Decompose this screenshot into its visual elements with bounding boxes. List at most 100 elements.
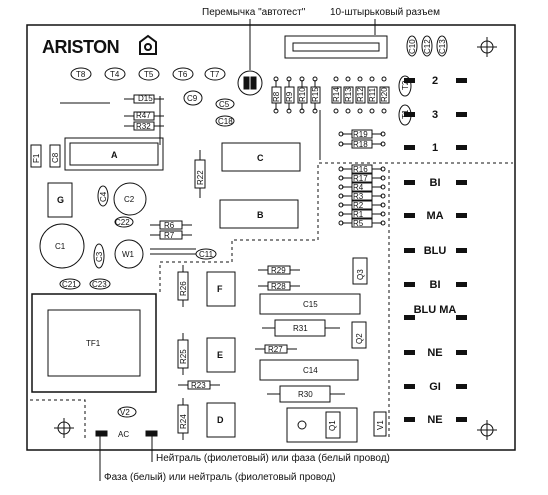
label-c12: C12 [423, 39, 432, 54]
label-q1: Q1 [328, 420, 337, 431]
mounting-hole [477, 37, 497, 57]
label-c21: C21 [62, 280, 77, 289]
ac-terminal-neutral [145, 430, 158, 437]
label-c3: C3 [95, 251, 104, 262]
label-c14: C14 [303, 366, 318, 375]
label-r10: R10 [298, 87, 307, 102]
label-c5: C5 [219, 100, 230, 109]
capacitor-c2 [113, 182, 147, 216]
transistor-t8 [70, 67, 92, 81]
label-r14: R14 [332, 87, 341, 102]
label-t8: T8 [76, 70, 86, 79]
capacitor-c4 [97, 185, 109, 207]
label-v2: V2 [120, 408, 130, 417]
label-q2: Q2 [355, 333, 364, 344]
transistor-t5 [138, 67, 160, 81]
ariston-logo-mark [139, 34, 157, 55]
label-r5: R5 [353, 219, 364, 228]
resistor-r5 [338, 218, 386, 228]
transistor-t7 [204, 67, 226, 81]
label-f1: F1 [32, 153, 41, 163]
label-c15: C15 [303, 300, 318, 309]
varistor-v1 [373, 411, 387, 437]
mounting-hole [54, 418, 74, 438]
label-r4: R4 [353, 183, 364, 192]
neutral-annotation: Нейтраль (фиолетовый) или фаза (белый пр… [156, 452, 390, 464]
ic-b [219, 199, 299, 229]
label-t2: T2 [401, 80, 410, 90]
capacitor-c21 [59, 278, 81, 290]
capacitor-c12 [421, 35, 433, 57]
ten-pin-connector [284, 35, 388, 59]
ic-f [206, 271, 236, 307]
phase-annotation: Фаза (белый) или нейтраль (фиолетовый пр… [104, 471, 336, 483]
label-r17: R17 [353, 174, 368, 183]
label-ic-f: F [217, 284, 223, 294]
resistor-r19 [338, 129, 386, 139]
transistor-q1 [286, 407, 358, 443]
label-r20: R20 [380, 87, 389, 102]
label-c2: C2 [124, 195, 135, 204]
capacitor-c10 [406, 35, 418, 57]
resistor-row-b [331, 76, 390, 114]
label-c4: C4 [99, 191, 108, 202]
terminal-label: 3 [432, 109, 438, 121]
resistor-r3 [338, 191, 386, 201]
label-r26: R26 [179, 281, 188, 296]
label-c8: C8 [51, 152, 60, 163]
isolation-boundary [159, 162, 513, 292]
terminal-label: BLU [424, 245, 447, 257]
capacitor-c15 [259, 293, 361, 315]
capacitor-c9 [183, 90, 203, 106]
jumper-annotation: Перемычка "автотест" [202, 7, 306, 18]
label-ic-a: A [111, 150, 118, 160]
terminal-label: 1 [432, 142, 438, 154]
terminal-label: 2 [432, 75, 438, 87]
ic-d [206, 402, 236, 438]
terminal-label: NE [427, 347, 442, 359]
label-c22: C22 [115, 218, 130, 227]
resistor-r17 [338, 173, 386, 183]
label-r7: R7 [164, 231, 175, 240]
transistor-t2 [398, 75, 412, 97]
resistor-r4 [338, 182, 386, 192]
label-t1: T1 [401, 109, 410, 119]
label-r18: R18 [353, 140, 368, 149]
ic-e [206, 337, 236, 373]
capacitor-c23 [89, 278, 111, 290]
component-w1 [114, 239, 144, 269]
label-ic-c: C [257, 153, 264, 163]
label-ic-d: D [217, 415, 224, 425]
label-r28: R28 [271, 282, 286, 291]
label-r31: R31 [293, 324, 308, 333]
label-r29: R29 [271, 266, 286, 275]
component-g [47, 182, 73, 218]
label-c11: C11 [199, 250, 214, 259]
terminal-label: BI [430, 279, 441, 291]
label-w1: W1 [122, 250, 135, 259]
capacitor-c18 [215, 115, 235, 127]
label-r47: R47 [136, 111, 151, 120]
fuse-f1 [30, 144, 42, 168]
label-r6: R6 [164, 221, 175, 230]
connector-annotation: 10-штырьковый разъем [330, 7, 440, 18]
transistor-q2 [351, 321, 367, 349]
ac-terminal-phase [95, 430, 108, 437]
label-v1: V1 [376, 420, 385, 430]
label-r9: R9 [285, 91, 294, 102]
transistor-q3 [352, 257, 368, 285]
resistor-r2 [338, 200, 386, 210]
label-r22: R22 [196, 170, 205, 185]
label-t4: T4 [110, 70, 120, 79]
terminal-label: MA [426, 210, 443, 222]
label-r3: R3 [353, 192, 364, 201]
resistor-r18 [338, 139, 386, 149]
terminal-label: GI [429, 381, 441, 393]
